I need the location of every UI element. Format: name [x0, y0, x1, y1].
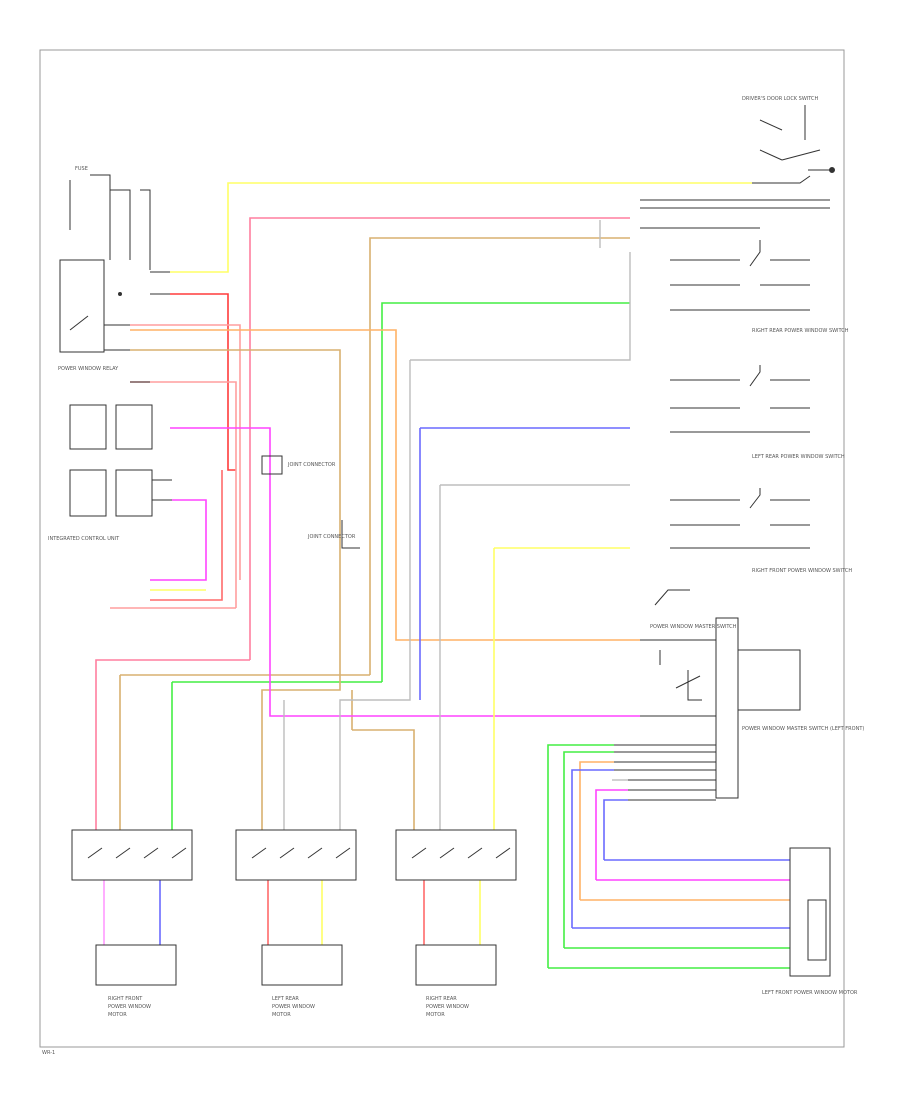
joint-connector-b: [341, 520, 360, 549]
fuse-block: [59, 174, 170, 383]
page-ref: WR-1: [42, 1050, 55, 1056]
master-switch-label: POWER WINDOW MASTER SWITCH: [650, 624, 737, 630]
power-window-master: [614, 589, 801, 801]
integrated-control-label: INTEGRATED CONTROL UNIT: [48, 536, 120, 542]
wire-green-top: [171, 302, 630, 830]
lf-motor: [789, 847, 831, 977]
motor-3-line-a: RIGHT REAR: [426, 996, 457, 1002]
door-lock-switch-label: DRIVER'S DOOR LOCK SWITCH: [742, 96, 819, 102]
bottom-switch-3: [395, 829, 517, 881]
wire-gray: [283, 220, 631, 830]
master-lower-label: POWER WINDOW MASTER SWITCH (LEFT FRONT): [742, 726, 864, 732]
wire-pink-top: [95, 217, 630, 830]
bottom-motor-3: [415, 944, 497, 986]
rr-sub-switch-label: RIGHT REAR POWER WINDOW SWITCH: [752, 328, 849, 334]
motor-3-line-b: POWER WINDOW: [426, 1004, 469, 1010]
rr-sub-switch: [640, 227, 810, 311]
rf-sub-switch-label: RIGHT FRONT POWER WINDOW SWITCH: [752, 568, 852, 574]
motor-3-line-c: MOTOR: [426, 1012, 445, 1018]
joint-connector-a: [261, 455, 283, 475]
motor-1-line-b: POWER WINDOW: [108, 1004, 151, 1010]
bottom-switch-1: [71, 829, 193, 881]
motor-1-line-a: RIGHT FRONT: [108, 996, 143, 1002]
bottom-switch-2: [235, 829, 357, 881]
wire-blue-lower: [159, 427, 790, 945]
rf-sub-switch: [670, 488, 810, 549]
wire-tan-2: [130, 349, 415, 830]
wire-lightred: [110, 324, 241, 609]
lr-sub-switch: [670, 365, 810, 433]
bottom-motor-1: [95, 944, 177, 986]
wire-tan-1: [119, 237, 630, 830]
motor-1-line-c: MOTOR: [108, 1012, 127, 1018]
door-lock-switch: [640, 105, 835, 209]
motor-2-line-c: MOTOR: [272, 1012, 291, 1018]
motor-2-line-a: LEFT REAR: [272, 996, 299, 1002]
wire-magenta: [150, 427, 790, 881]
power-relay-label: POWER WINDOW RELAY: [58, 366, 119, 372]
diagram-frame: [39, 49, 845, 1048]
wire-green-right: [547, 744, 790, 969]
wire-yellow-top: [170, 182, 752, 273]
joint-connector-b-label: JOINT CONNECTOR: [307, 534, 356, 540]
integrated-control-unit: [69, 404, 172, 517]
wire-yellow-lower: [150, 547, 630, 945]
fuse-label: FUSE: [75, 166, 88, 172]
wire-red-lower: [150, 470, 425, 945]
bottom-motor-2: [261, 944, 343, 986]
wire-orange: [130, 329, 790, 901]
motor-2-line-b: POWER WINDOW: [272, 1004, 315, 1010]
lr-sub-switch-label: LEFT REAR POWER WINDOW SWITCH: [752, 454, 845, 460]
joint-connector-a-label: JOINT CONNECTOR: [287, 462, 336, 468]
lf-motor-label: LEFT FRONT POWER WINDOW MOTOR: [762, 990, 858, 996]
